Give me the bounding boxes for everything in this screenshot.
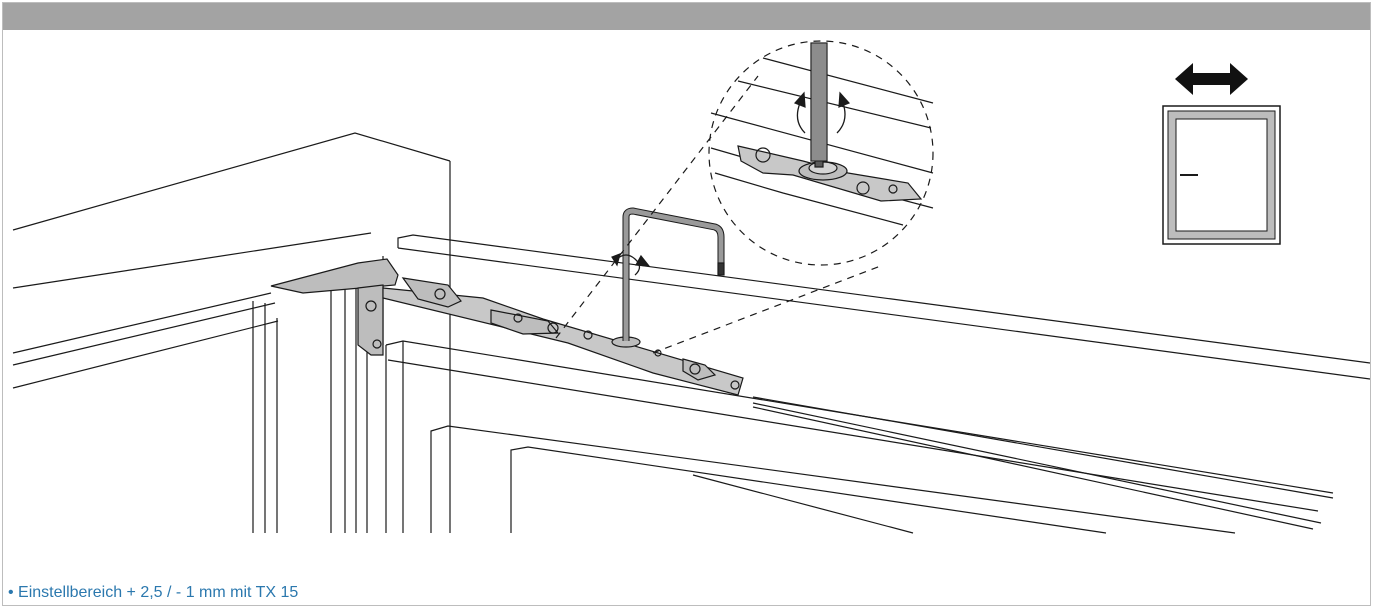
window-frame-left bbox=[12, 132, 451, 533]
screwdriver-icon bbox=[810, 42, 828, 162]
hinge-fitting bbox=[270, 258, 744, 396]
detail-magnifier bbox=[555, 40, 934, 354]
horizontal-double-arrow-icon bbox=[1175, 63, 1248, 95]
allen-key-icon bbox=[611, 207, 725, 341]
window-sash bbox=[382, 234, 1370, 534]
adjustment-range-caption: • Einstellbereich + 2,5 / - 1 mm mit TX … bbox=[8, 584, 299, 601]
window-symbol-icon bbox=[1162, 105, 1281, 245]
header-bar bbox=[3, 3, 1370, 30]
hinge-adjustment-illustration bbox=[12, 40, 1370, 534]
